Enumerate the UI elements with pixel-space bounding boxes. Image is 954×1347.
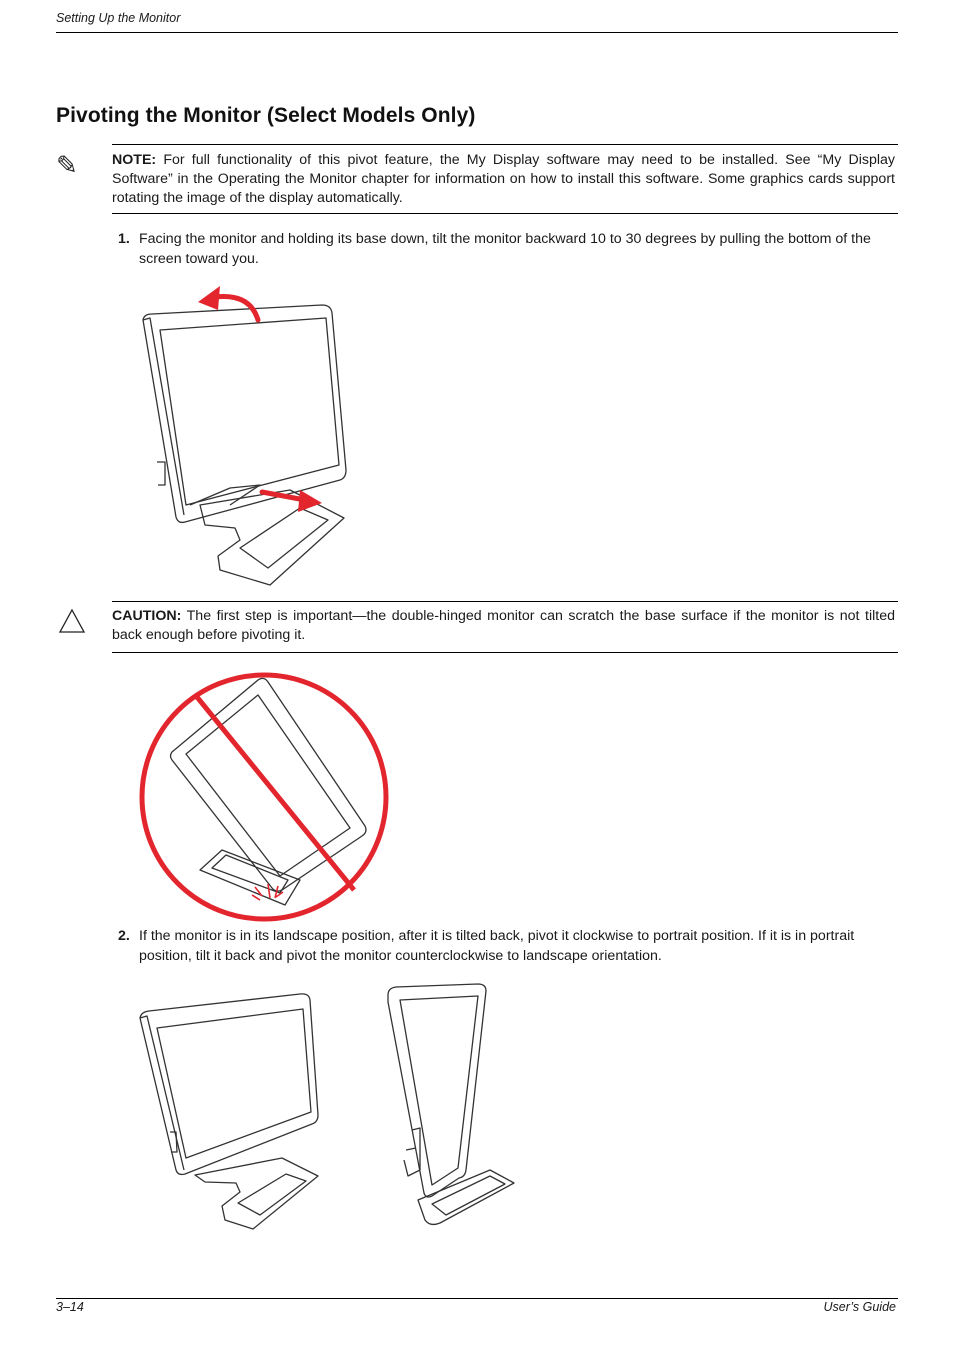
- note-label: NOTE:: [112, 152, 157, 168]
- step-text: If the monitor is in its landscape posit…: [139, 928, 855, 964]
- tilt-arrow-icon: [212, 293, 261, 323]
- note-text: NOTE: For full functionality of this piv…: [112, 151, 895, 208]
- note-bottom-rule: [112, 213, 898, 214]
- note-top-rule: [112, 144, 898, 145]
- caution-label: CAUTION:: [112, 608, 182, 624]
- section-title: Pivoting the Monitor (Select Models Only…: [56, 104, 476, 127]
- step-number: 1.: [118, 231, 130, 247]
- step-2: 2. If the monitor is in its landscape po…: [118, 927, 896, 966]
- step-text: Facing the monitor and holding its base …: [139, 231, 871, 267]
- caution-text: CAUTION: The first step is important—the…: [112, 607, 895, 645]
- tilt-arrowhead: [198, 286, 220, 310]
- caution-triangle-icon: [58, 608, 86, 633]
- prohibited-slash: [195, 695, 356, 892]
- footer-rule: [56, 1298, 898, 1299]
- caution-bottom-rule: [112, 652, 898, 653]
- step-number: 2.: [118, 928, 130, 944]
- pull-arrowhead: [298, 490, 322, 512]
- pencil-note-icon: ✎: [56, 150, 78, 180]
- step-1: 1. Facing the monitor and holding its ba…: [118, 230, 896, 269]
- doc-title: User’s Guide: [823, 1300, 897, 1314]
- scratch-mark-icon: [251, 883, 284, 901]
- note-body: For full functionality of this pivot fea…: [112, 152, 895, 206]
- running-head: Setting Up the Monitor: [56, 11, 181, 25]
- caution-body: The first step is important—the double-h…: [112, 608, 895, 643]
- header-rule: [56, 32, 898, 33]
- prohibited-circle: [139, 672, 389, 922]
- page-number: 3–14: [56, 1300, 84, 1314]
- caution-top-rule: [112, 601, 898, 602]
